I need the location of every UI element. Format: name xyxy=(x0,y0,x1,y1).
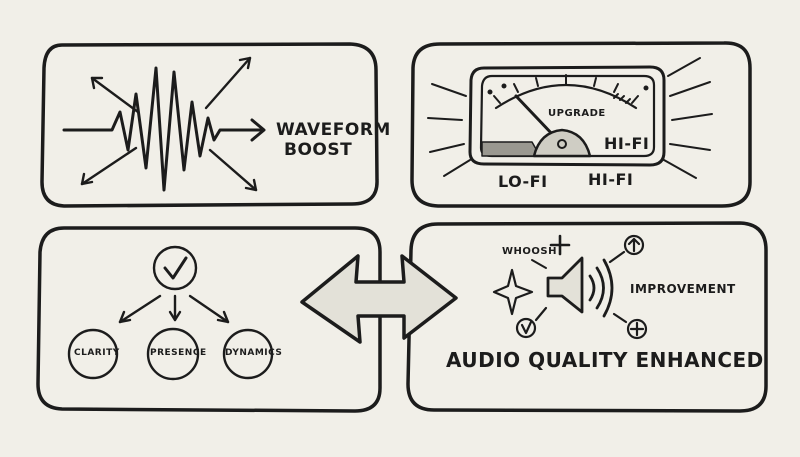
panel-checklist-frame xyxy=(36,226,382,413)
panel-waveform-frame xyxy=(40,42,379,208)
double-arrow-icon xyxy=(300,254,458,344)
waveform-title-line1: WAVEFORM xyxy=(276,120,391,140)
dynamics-circle xyxy=(222,328,274,380)
checklist-item-dynamics: DYNAMICS xyxy=(225,348,283,358)
clarity-circle xyxy=(67,328,119,380)
result-whoosh-label: WHOOSH xyxy=(502,246,557,257)
meter-upgrade-label: UPGRADE xyxy=(548,108,606,119)
waveform-title-line2: BOOST xyxy=(284,140,353,160)
whoosh-arrow xyxy=(531,259,547,269)
result-improvement-label: IMPROVEMENT xyxy=(630,282,736,296)
panel-meter-frame xyxy=(410,41,752,208)
plus-circle-icon xyxy=(612,312,648,340)
check-badge-icon xyxy=(515,306,548,339)
presence-circle xyxy=(146,327,200,381)
check-circle-icon xyxy=(152,245,198,291)
meter-hifi-label: HI-FI xyxy=(588,170,634,189)
checklist-item-clarity: CLARITY xyxy=(74,348,120,358)
vu-meter-icon xyxy=(427,57,713,179)
checklist-diagram xyxy=(67,245,274,381)
panel-result-frame xyxy=(406,221,768,413)
waveform-burst-icon xyxy=(62,56,266,192)
checklist-item-presence: PRESENCE xyxy=(150,348,207,358)
speaker-icon xyxy=(546,256,614,318)
sparkle-icon xyxy=(492,268,534,316)
up-arrow-circle-icon xyxy=(608,234,645,264)
plus-icon xyxy=(549,234,571,256)
result-headline: AUDIO QUALITY ENHANCED xyxy=(446,348,764,372)
meter-hifi-face-label: HI-FI xyxy=(604,134,650,153)
meter-lofi-label: LO-FI xyxy=(498,172,548,191)
